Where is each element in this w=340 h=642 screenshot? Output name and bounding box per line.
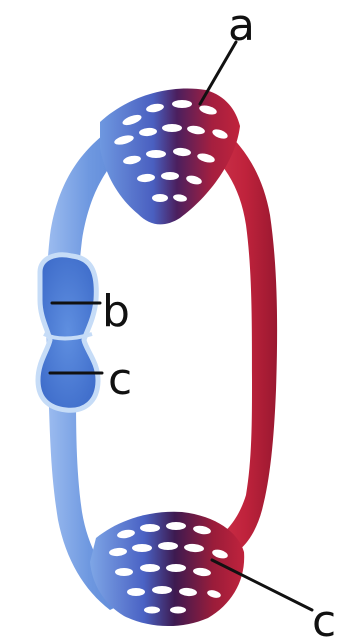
top-capillary-bed	[100, 88, 240, 224]
label-c-lower: c	[312, 596, 336, 642]
heart-chamber	[38, 255, 98, 410]
label-a: a	[228, 0, 255, 51]
label-c-upper: c	[108, 354, 132, 405]
leader-line-a	[200, 42, 236, 104]
label-b: b	[102, 286, 130, 337]
bottom-capillary-bed	[90, 512, 244, 626]
